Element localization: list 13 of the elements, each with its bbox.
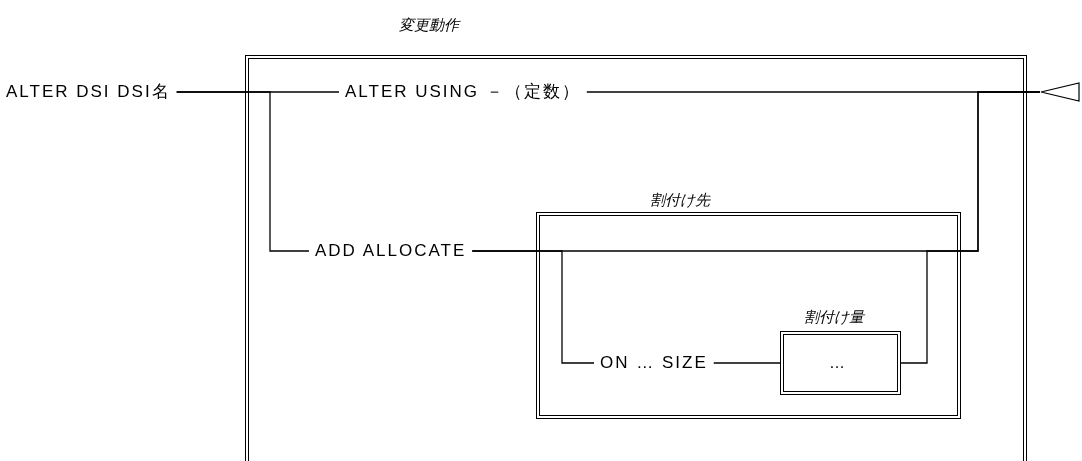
syntax-text: ALTER USING －（定数） xyxy=(345,80,581,104)
syntax-text: … xyxy=(829,353,845,373)
group-heading: 割付け先 xyxy=(650,190,710,210)
syntax-text: ADD ALLOCATE xyxy=(315,239,467,263)
railroad-line xyxy=(713,362,781,364)
railroad-line xyxy=(900,91,1041,364)
railroad-line xyxy=(176,91,310,252)
syntax-text: ALTER DSI DSI名 xyxy=(6,80,171,104)
group-heading: 割付け量 xyxy=(804,307,864,327)
group-heading: 変更動作 xyxy=(399,15,459,35)
railroad-line xyxy=(471,250,595,364)
end-triangle xyxy=(1040,82,1080,102)
syntax-text: ON … SIZE xyxy=(600,351,708,375)
